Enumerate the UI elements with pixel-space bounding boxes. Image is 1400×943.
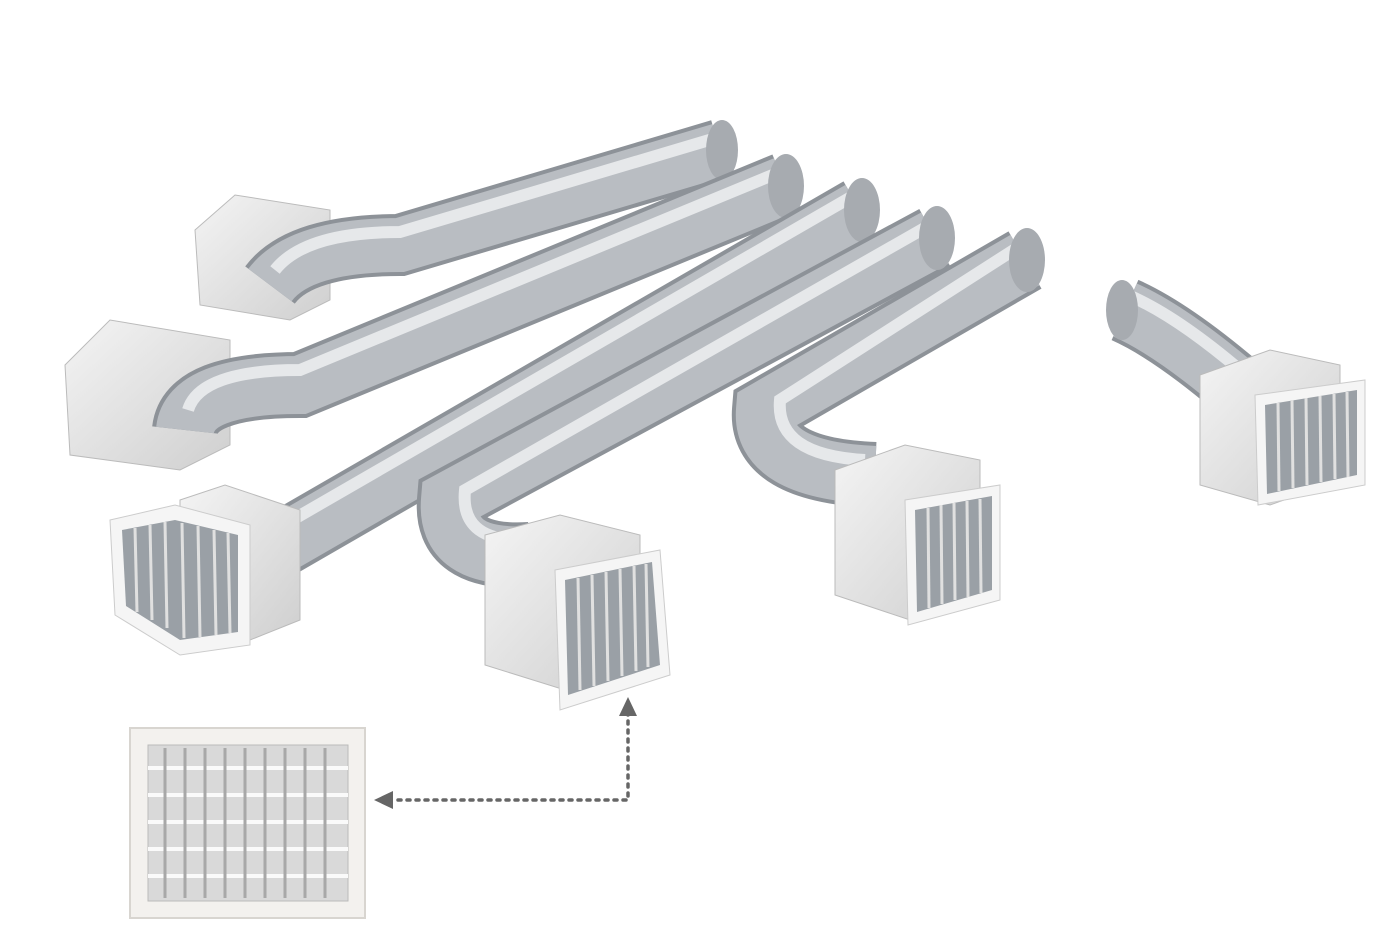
duct-end [1106, 280, 1138, 340]
duct-3 [109, 178, 880, 656]
duct-end [919, 206, 955, 270]
grille [904, 484, 1001, 626]
grille [554, 549, 671, 711]
grille [109, 504, 251, 656]
arrow-up-left-dotted-icon [374, 697, 637, 809]
duct-5 [731, 228, 1045, 626]
duct-end [706, 120, 738, 180]
duct-6 [1106, 279, 1366, 506]
duct-end [1009, 228, 1045, 292]
grille-detail-inset [129, 727, 366, 919]
duct-end [844, 178, 880, 242]
duct-4 [416, 206, 955, 711]
grille [1254, 379, 1366, 506]
duct-end [768, 154, 804, 218]
duct-1 [194, 120, 738, 321]
plenum-box [64, 319, 231, 471]
duct-2 [64, 154, 804, 471]
